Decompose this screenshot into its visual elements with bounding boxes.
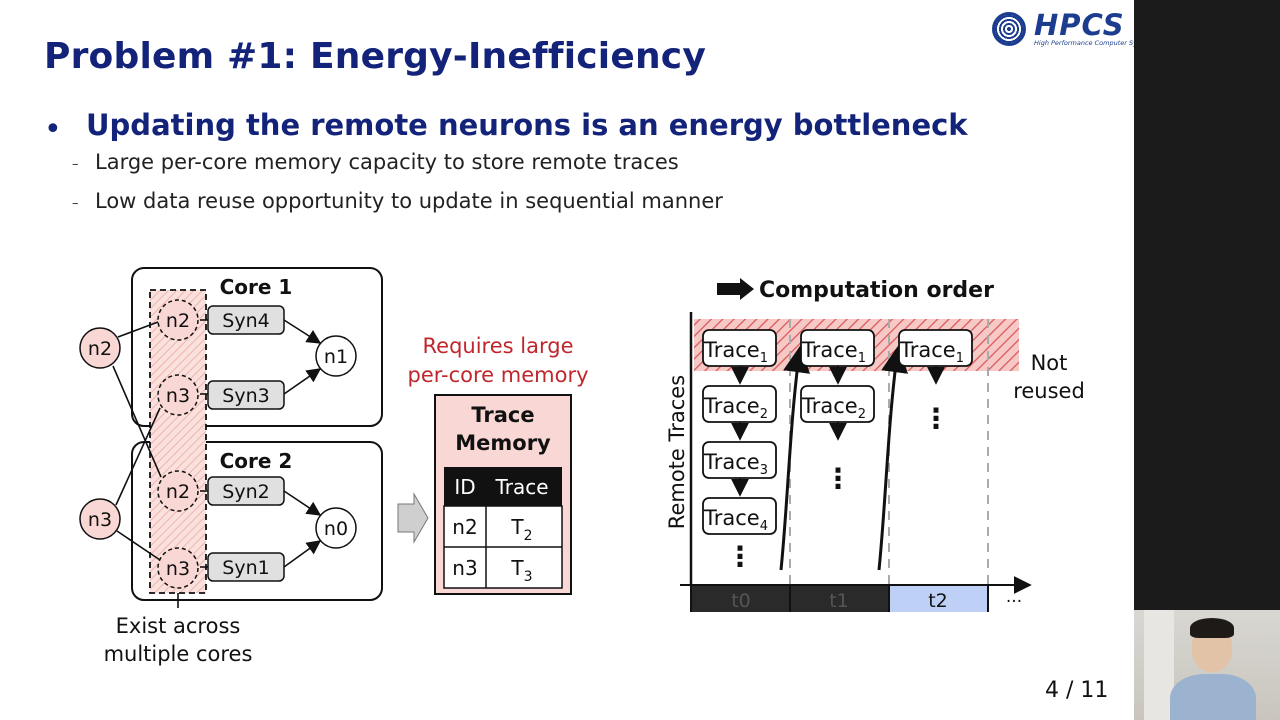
timestep-t1 [790, 586, 889, 612]
trace-box-label: Trace2 [801, 394, 866, 422]
main-bullet: Updating the remote neurons is an energy… [86, 108, 968, 142]
output-neuron-n1-label: n1 [324, 346, 348, 368]
sub-bullet-2: Low data reuse opportunity to update in … [95, 189, 723, 213]
ellipsis-icon: ⋮ [922, 402, 950, 435]
timestep-t2 [889, 586, 988, 612]
trace-box-label: Trace1 [801, 338, 866, 366]
trace-box-c1-4 [702, 497, 777, 535]
sub-bullet-dash-icon: – [72, 196, 79, 211]
output-neuron-n0-label: n0 [324, 518, 348, 540]
caption-line2: multiple cores [104, 642, 253, 666]
output-neuron-n0 [315, 507, 357, 549]
synapse-syn1 [207, 552, 285, 582]
trace-row-id: n3 [452, 556, 477, 580]
proxy-label: n2 [166, 310, 190, 332]
trace-box-c1-1 [702, 329, 777, 367]
trace-box-c1-3 [702, 441, 777, 479]
sub-bullet-1: Large per-core memory capacity to store … [95, 150, 679, 174]
right-arrow-icon [397, 492, 429, 544]
not-reused-label-line2: reused [1013, 379, 1085, 403]
timestep-more-label: ... [1006, 587, 1022, 607]
timestep-t0 [692, 586, 790, 612]
trace-memory-diagram: Requires large per-core memory Trace Mem… [397, 334, 589, 595]
core-diagram: Core 1 Core 2 n2 n3 [79, 267, 383, 666]
synapse-label: Syn3 [222, 385, 269, 407]
ellipsis-icon: ⋮ [726, 540, 754, 573]
caption-line1: Exist across [116, 614, 241, 638]
not-reused-label-line1: Not [1031, 351, 1068, 375]
source-neuron-n3 [79, 498, 121, 540]
trace-memory-title-line1: Trace [471, 403, 534, 427]
timestep-t1-label: t1 [829, 590, 849, 612]
source-neuron-n2 [79, 327, 121, 369]
core2-label: Core 2 [220, 449, 293, 473]
bullet-icon: • [44, 112, 62, 147]
proxy-neuron-core1-n2 [157, 299, 199, 341]
timestep-t2-label: t2 [928, 590, 948, 612]
synapse-label: Syn4 [222, 310, 269, 332]
trace-box-c1-2 [702, 385, 777, 423]
output-neuron-n1 [315, 335, 357, 377]
trace-table-header-trace: Trace [494, 475, 548, 499]
sub-bullet-dash-icon: – [72, 157, 79, 172]
trace-memory-title-line2: Memory [455, 431, 551, 455]
proxy-neuron-core2-n3 [157, 547, 199, 589]
page-number: 4 / 11 [1045, 678, 1109, 703]
trace-box-c3-1 [898, 329, 973, 367]
trace-box-c2-2 [800, 385, 875, 423]
source-neuron-n3-label: n3 [88, 509, 112, 531]
university-seal-icon [992, 12, 1026, 46]
trace-box-label: Trace3 [703, 450, 768, 478]
proxy-neuron-core1-n3 [157, 374, 199, 416]
synapse-syn4 [207, 305, 285, 335]
logo-name: HPCS [1034, 8, 1125, 42]
logo-subtitle: High Performance Computer System Lab [1034, 39, 1134, 47]
trace-row-value: T2 [510, 515, 532, 544]
presenter-webcam [1134, 610, 1280, 720]
slide: Problem #1: Energy-Inefficiency HPCS Hig… [0, 0, 1134, 720]
arrow-right-icon [717, 278, 754, 300]
source-neuron-n2-label: n2 [88, 338, 112, 360]
y-axis-label: Remote Traces [665, 375, 689, 529]
ellipsis-icon: ⋮ [824, 462, 852, 495]
computation-order-label: Computation order [759, 278, 994, 303]
proxy-label: n3 [166, 558, 190, 580]
synapse-label: Syn2 [222, 481, 269, 503]
synapse-syn2 [207, 476, 285, 506]
trace-box-label: Trace1 [899, 338, 964, 366]
memory-annotation-line2: per-core memory [407, 363, 588, 387]
trace-box-label: Trace1 [703, 338, 768, 366]
proxy-neuron-core2-n2 [157, 470, 199, 512]
proxy-label: n2 [166, 481, 190, 503]
core1-label: Core 1 [220, 275, 293, 299]
memory-annotation-line1: Requires large [423, 334, 574, 358]
diagram-canvas: Core 1 Core 2 n2 n3 [79, 267, 1085, 666]
trace-box-label: Trace2 [703, 394, 768, 422]
trace-box-c2-1 [800, 329, 875, 367]
trace-row-value: T3 [510, 556, 532, 585]
computation-order-diagram: Computation order Remote Traces t0 t1 t [665, 278, 1085, 612]
trace-box-label: Trace4 [703, 506, 768, 534]
trace-row-id: n2 [452, 515, 477, 539]
timestep-t0-label: t0 [731, 590, 751, 612]
hpcs-logo: HPCS High Performance Computer System La… [990, 8, 1134, 50]
synapse-label: Syn1 [222, 557, 269, 579]
synapse-syn3 [207, 380, 285, 410]
proxy-label: n3 [166, 385, 190, 407]
trace-table-header-id: ID [454, 475, 475, 499]
slide-title: Problem #1: Energy-Inefficiency [44, 36, 706, 77]
trace-table-header [444, 467, 562, 506]
